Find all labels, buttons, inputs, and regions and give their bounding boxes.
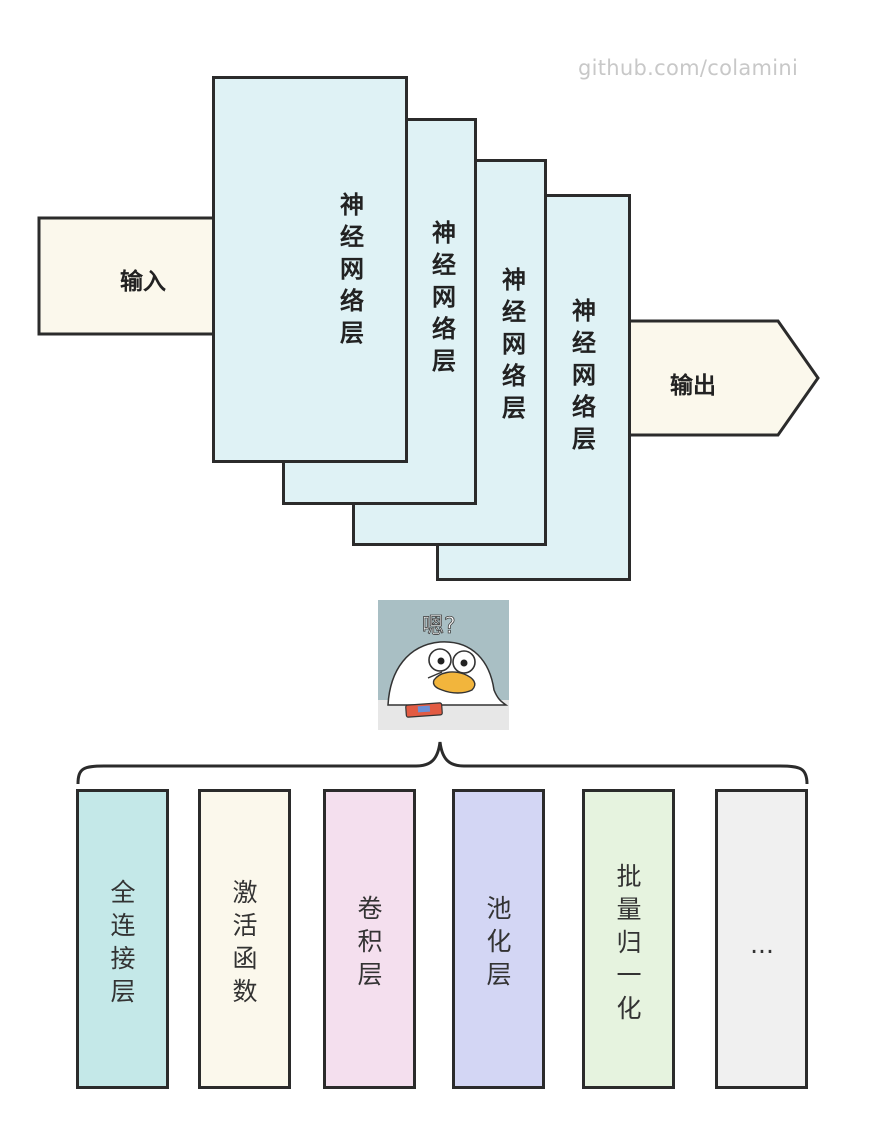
- curly-brace: [76, 741, 809, 785]
- output-label: 输出: [670, 373, 716, 399]
- thinking-duck-sticker: 嗯?: [378, 600, 509, 730]
- nn-layer-3-label: 神经网络层: [502, 266, 526, 422]
- component-fully-connected: 全连接层: [76, 789, 169, 1089]
- nn-layer-4-label: 神经网络层: [572, 297, 596, 453]
- component-activation: 激活函数: [198, 789, 291, 1089]
- component-label: 批量归一化: [616, 862, 642, 1023]
- duck-caption: 嗯?: [422, 614, 456, 639]
- component-convolution: 卷积层: [323, 789, 416, 1089]
- component-label: 池化层: [486, 894, 512, 989]
- component-label: 全连接层: [110, 878, 136, 1006]
- nn-layer-1: 神经网络层: [212, 76, 408, 463]
- component-pooling: 池化层: [452, 789, 545, 1089]
- component-label: ...: [750, 930, 774, 959]
- watermark: github.com/colamini: [578, 56, 799, 80]
- nn-layer-1-label: 神经网络层: [340, 191, 364, 347]
- input-label: 输入: [120, 269, 166, 295]
- output-arrow: [627, 319, 820, 437]
- nn-layer-2-label: 神经网络层: [432, 219, 456, 375]
- component-more: ...: [715, 789, 808, 1089]
- component-batch-norm: 批量归一化: [582, 789, 675, 1089]
- component-label: 卷积层: [357, 894, 383, 989]
- component-label: 激活函数: [232, 878, 258, 1006]
